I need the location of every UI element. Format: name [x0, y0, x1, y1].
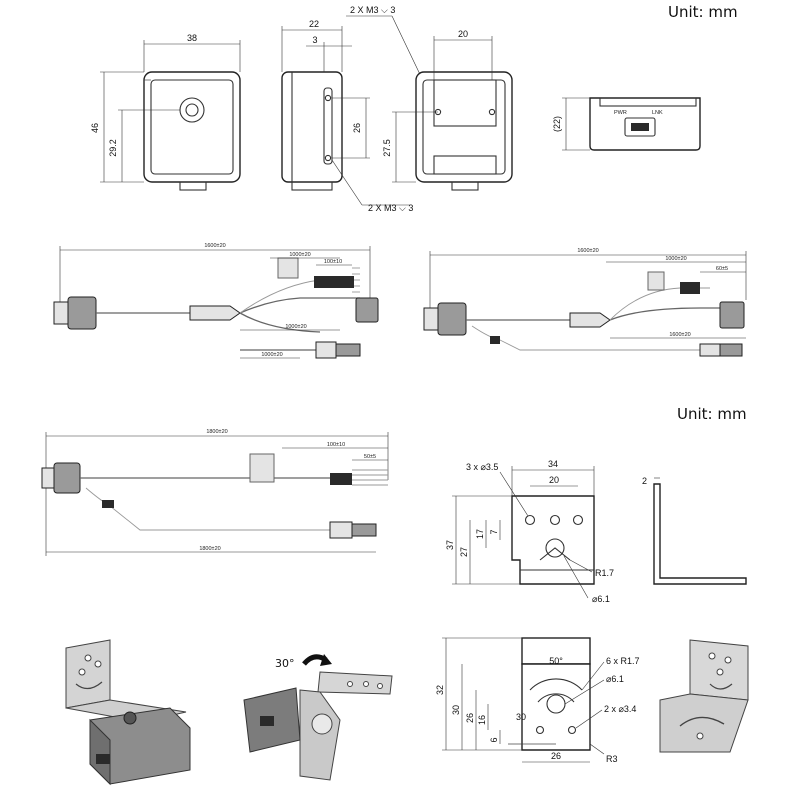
cable1-branch4-dim: 1000±20 [261, 352, 282, 358]
plate-angle-dim: 50° [549, 656, 563, 666]
plate-radius-callout: R3 [606, 754, 618, 764]
front-height-dim: 46 [90, 123, 100, 133]
bracket-dia-callout: ⌀6.1 [592, 594, 610, 604]
bracket-spacing-dim: 20 [549, 475, 559, 485]
cable2-branch3-dim: 1600±20 [669, 332, 690, 338]
plate-holes-callout: 2 x ⌀3.4 [604, 704, 636, 714]
cable1-total-dim: 1600±20 [204, 243, 225, 249]
cable1-branch2-dim: 100±10 [324, 259, 342, 265]
unit-label-top: Unit: mm [668, 3, 738, 21]
bottom-pwr-label: PWR [614, 110, 627, 116]
bottom-height-dim: (22) [552, 116, 562, 132]
cable2-total-dim: 1600±20 [577, 248, 598, 254]
cable1-branch1-dim: 1000±20 [289, 252, 310, 258]
plate-h1-dim: 32 [435, 685, 445, 695]
cable-assembly-2: 1600±20 1000±20 60±5 1600±20 [423, 248, 747, 357]
bracket-h2-dim: 17 [475, 529, 485, 539]
cable-assembly-1: 1600±20 1000±20 100±10 1000±20 1000±20 [53, 243, 379, 359]
plate-dia-callout: ⌀6.1 [606, 674, 624, 684]
cable3-branch2-dim: 50±5 [364, 454, 376, 460]
plate-width-dim: 26 [551, 751, 561, 761]
plate-pitch-dim: 30 [516, 712, 526, 722]
side-hole-spacing-dim: 26 [352, 123, 362, 133]
bracket-h3-dim: 27 [459, 547, 469, 557]
cable1-branch3-dim: 1000±20 [285, 324, 306, 330]
cable-assembly-3: 1800±20 100±10 50±5 1800±20 [41, 429, 389, 556]
back-width-dim: 20 [458, 29, 468, 39]
bracket-holes-callout: 3 x ⌀3.5 [466, 462, 498, 472]
camera-side-view: 22 3 26 2 X M3 ⌵ 3 2 X M3 ⌵ 3 [281, 5, 439, 213]
rotate-angle-label: 30° [275, 657, 295, 670]
unit-label-middle: Unit: mm [677, 405, 747, 423]
camera-back-view: 20 27.5 [382, 29, 513, 191]
bracket-h1-dim: 7 [489, 529, 499, 534]
bottom-lnk-label: LNK [652, 110, 663, 116]
front-lens-height-dim: 29.2 [108, 139, 118, 157]
bracket-width-dim: 34 [548, 459, 558, 469]
bracket-plate-drawing: 50° 6 x R1.7 ⌀6.1 2 x ⌀3.4 32 30 26 16 6… [435, 637, 640, 764]
side-depth-dim: 22 [309, 19, 319, 29]
plate-h5-dim: 6 [489, 737, 499, 742]
back-height-dim: 27.5 [382, 139, 392, 157]
side-offset-dim: 3 [312, 35, 317, 45]
camera-bracket-3d-render [65, 639, 191, 786]
bracket-l-drawing: 34 20 3 x ⌀3.5 7 17 27 37 R1.7 ⌀6.1 2 [445, 459, 747, 604]
plate-h2-dim: 30 [451, 705, 461, 715]
plate-slots-callout: 6 x R1.7 [606, 656, 640, 666]
bracket-thickness-dim: 2 [642, 476, 647, 486]
camera-front-view: 38 46 29.2 [90, 33, 241, 191]
side-top-callout: 2 X M3 ⌵ 3 [350, 5, 395, 15]
side-bottom-callout: 2 X M3 ⌵ 3 [368, 203, 413, 213]
cable3-branch1-dim: 100±10 [327, 442, 345, 448]
bracket-3d-render [659, 639, 749, 753]
rotation-3d-render: 30° [243, 654, 393, 781]
cable3-branch3-dim: 1800±20 [199, 546, 220, 552]
plate-h4-dim: 16 [477, 715, 487, 725]
cable2-branch2-dim: 60±5 [716, 266, 728, 272]
camera-bottom-view: PWR LNK (22) [552, 97, 701, 151]
bracket-radius-callout: R1.7 [595, 568, 614, 578]
plate-h3-dim: 26 [465, 713, 475, 723]
bracket-h4-dim: 37 [445, 540, 455, 550]
cable3-total-dim: 1800±20 [206, 429, 227, 435]
cable2-branch1-dim: 1000±20 [665, 256, 686, 262]
front-width-dim: 38 [187, 33, 197, 43]
